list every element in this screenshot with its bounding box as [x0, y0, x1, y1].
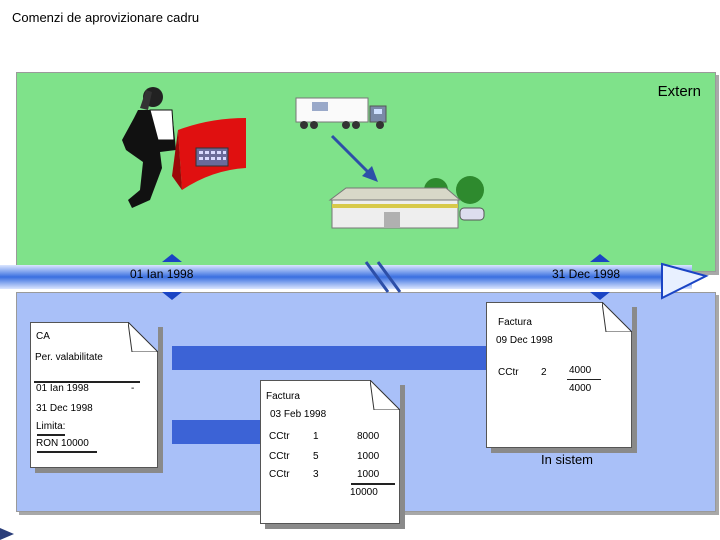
invoice-center-row-3-item: CCtr — [269, 469, 290, 480]
contract-document: CA 01 Ian 1998 - 31 Dec 1998 Limita: RON… — [30, 322, 158, 468]
invoice-document-right: Factura 09 Dec 1998 CCtr 2 4000 4000 — [486, 302, 632, 448]
slide-arrow-icon — [0, 528, 14, 540]
invoice-right-item: CCtr — [498, 367, 519, 378]
invoice-center-row-1-amount: 8000 — [357, 431, 380, 442]
invoice-right-total: 4000 — [569, 383, 592, 394]
invoice-center-header: Factura — [266, 391, 300, 402]
invoice-center-row-3-qty: 3 — [313, 469, 319, 480]
invoice-right-header: Factura — [498, 317, 532, 328]
invoice-center-date: 03 Feb 1998 — [270, 409, 327, 420]
timeline-end-date: 31 Dec 1998 — [552, 267, 620, 281]
invoice-center-row-1-qty: 1 — [313, 431, 319, 442]
store-building-icon — [328, 176, 485, 229]
page-fold-icon — [602, 302, 632, 332]
contract-limit-value: RON 10000 — [36, 438, 89, 449]
in-sistem-label: In sistem — [541, 452, 594, 467]
start-marker-bottom — [162, 292, 182, 300]
page-fold-icon — [370, 380, 400, 410]
contract-validity-from: 01 Ian 1998 — [36, 383, 89, 394]
truck-icon — [295, 97, 387, 129]
invoice-center-row-1-item: CCtr — [269, 431, 290, 442]
timeline-bar — [0, 265, 692, 289]
invoice-right-date: 09 Dec 1998 — [496, 335, 553, 346]
contract-validity-to: 31 Dec 1998 — [36, 403, 93, 414]
catalog-brochure-icon — [172, 118, 246, 190]
arrow-icon — [330, 134, 378, 182]
timeline-arrow-icon — [661, 262, 709, 300]
extern-label: Extern — [657, 83, 701, 100]
invoice-center-row-2-item: CCtr — [269, 451, 290, 462]
invoice-right-sum-line — [567, 379, 601, 380]
limit-underline — [37, 434, 65, 436]
page-fold-icon — [128, 322, 158, 352]
invoice-document-center: Factura 03 Feb 1998 CCtr 1 8000 CCtr 5 1… — [260, 380, 400, 524]
invoice-center-row-2-amount: 1000 — [357, 451, 380, 462]
validity-underline — [34, 381, 140, 383]
contract-limit-label: Limita: — [36, 421, 66, 432]
break-line-2 — [376, 261, 402, 293]
end-marker-top — [590, 254, 610, 262]
invoice-right-qty: 2 — [541, 367, 547, 378]
contract-validity-separator: - — [131, 383, 135, 394]
invoice-center-sum-line — [351, 483, 395, 485]
invoice-right-amount: 4000 — [569, 365, 592, 376]
person-on-phone-icon — [122, 87, 176, 208]
limit-value-underline — [37, 451, 97, 453]
timeline-start-date: 01 Ian 1998 — [130, 267, 194, 281]
invoice-center-total: 10000 — [350, 487, 378, 498]
validity-period-bar — [172, 346, 486, 370]
timeline: 01 Ian 1998 31 Dec 1998 — [0, 254, 709, 300]
page-title: Comenzi de aprovizionare cadru — [12, 10, 200, 25]
start-marker-top — [162, 254, 182, 262]
contract-header: CA — [36, 331, 50, 342]
invoice-center-row-3-amount: 1000 — [357, 469, 380, 480]
end-marker-bottom — [590, 292, 610, 300]
invoice-center-row-2-qty: 5 — [313, 451, 319, 462]
break-line-1 — [364, 261, 390, 293]
contract-validity-label: Per. valabilitate — [35, 352, 103, 363]
